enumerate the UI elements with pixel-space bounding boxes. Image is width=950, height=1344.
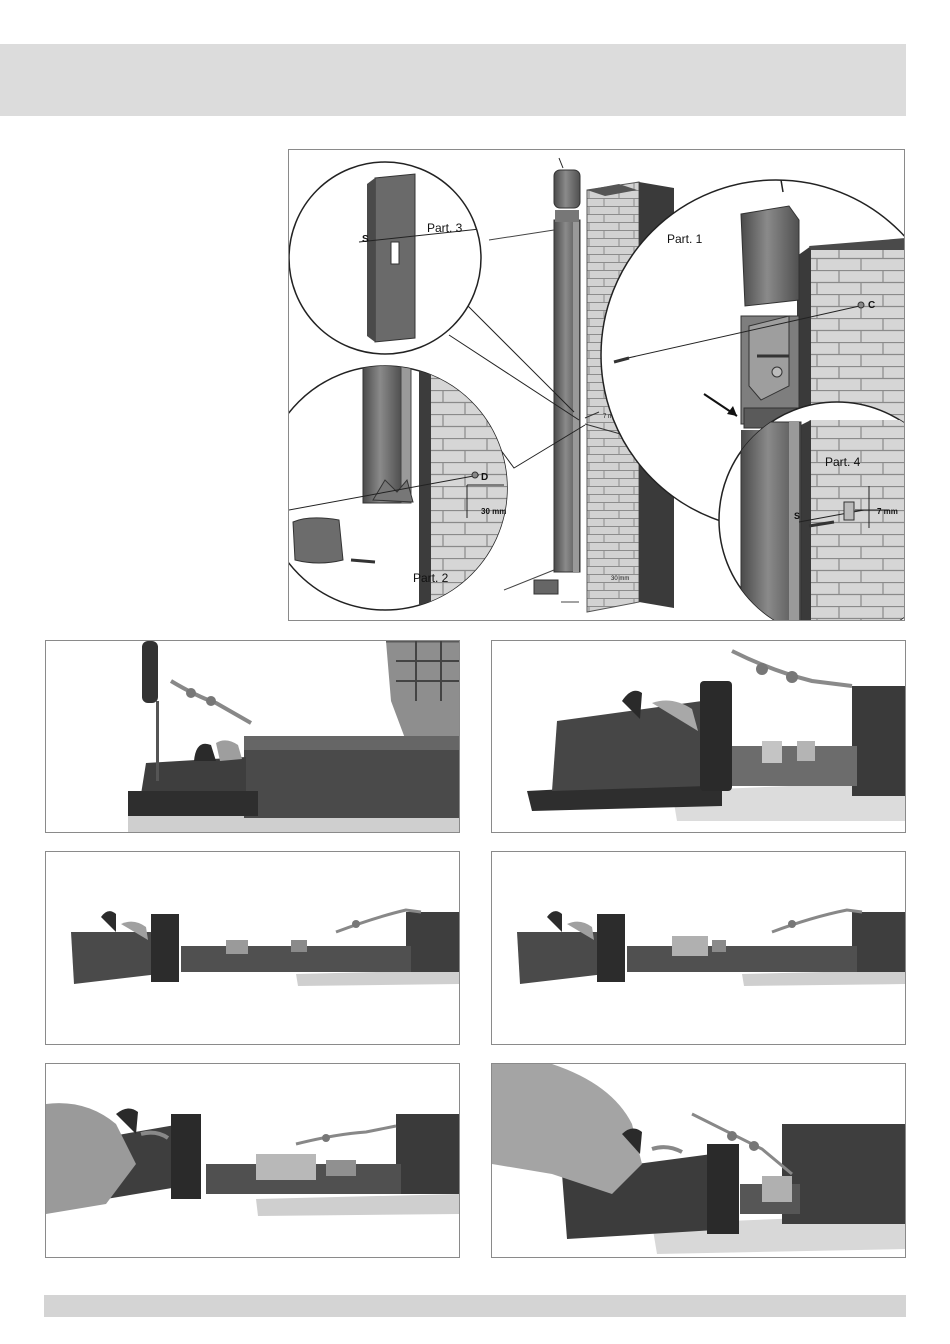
detail-circle-part3: S Part. 3	[289, 162, 489, 354]
callout-part3: Part. 3	[427, 221, 463, 235]
callout-part1: Part. 1	[667, 232, 703, 246]
footer-bar	[44, 1295, 906, 1317]
detail-circle-part2: D 30 mm Part. 2	[289, 365, 519, 620]
dim-30mm: 30 mm	[481, 507, 506, 516]
main-dim-30: 30 mm	[611, 576, 629, 582]
label-c: C	[868, 300, 875, 311]
dim-7mm: 7 mm	[877, 507, 898, 516]
diagram-drawing: 7 mm 30 mm S Part. 3	[289, 150, 905, 621]
label-d: D	[481, 472, 488, 483]
photo-step-5	[45, 1063, 460, 1258]
installation-diagram: 7 mm 30 mm S Part. 3	[288, 149, 905, 621]
callout-part4: Part. 4	[825, 455, 861, 469]
photo-step-4	[491, 851, 906, 1045]
photo-step-1	[45, 640, 460, 833]
photo-step-3	[45, 851, 460, 1045]
photo-step-6	[491, 1063, 906, 1258]
callout-part2: Part. 2	[413, 571, 449, 585]
photo-step-2	[491, 640, 906, 833]
label-s-bottom: S	[794, 511, 800, 521]
header-bar	[0, 44, 906, 116]
label-s-top: S	[362, 234, 369, 245]
